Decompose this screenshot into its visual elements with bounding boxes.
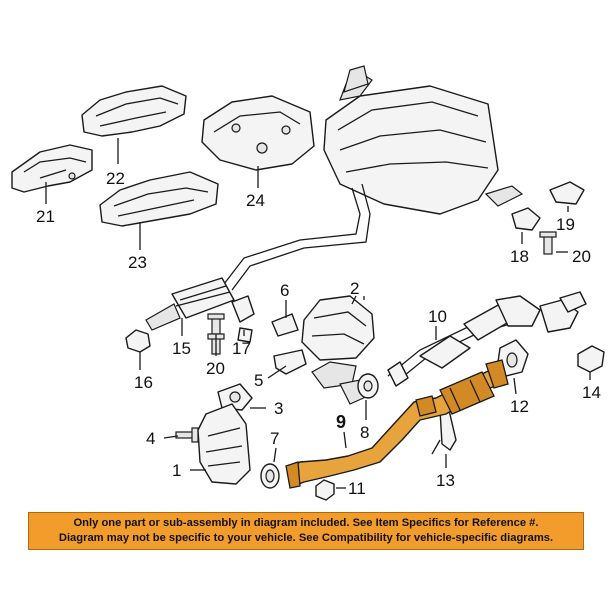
callout-4: 4 bbox=[146, 429, 155, 448]
gasket-8 bbox=[357, 373, 379, 399]
callout-11: 11 bbox=[348, 479, 366, 498]
callout-16: 16 bbox=[134, 373, 153, 392]
callout-24: 24 bbox=[246, 191, 265, 210]
callout-19: 19 bbox=[556, 215, 575, 234]
highlighted-pipe-9 bbox=[285, 359, 509, 489]
callout-22: 22 bbox=[106, 169, 125, 188]
leader-lines bbox=[45, 138, 591, 489]
callout-9: 9 bbox=[336, 412, 346, 432]
heat-shield-21 bbox=[11, 144, 93, 193]
callout-13: 13 bbox=[436, 471, 455, 490]
disclaimer-banner: Only one part or sub-assembly in diagram… bbox=[28, 512, 584, 550]
callout-14: 14 bbox=[582, 383, 601, 402]
callout-12: 12 bbox=[510, 397, 529, 416]
callout-2: 2 bbox=[350, 279, 359, 298]
clamp-19 bbox=[549, 181, 585, 205]
bolt-20b bbox=[539, 231, 557, 255]
callout-7: 7 bbox=[270, 429, 279, 448]
callout-21: 21 bbox=[36, 207, 55, 226]
hanger-assembly-top-right bbox=[495, 291, 587, 333]
callout-10: 10 bbox=[428, 307, 447, 326]
nut-11 bbox=[315, 479, 335, 501]
callout-1: 1 bbox=[172, 461, 181, 480]
bracket-parts-near-15 bbox=[231, 295, 255, 343]
bracket-6 bbox=[271, 313, 299, 337]
callout-8: 8 bbox=[360, 423, 369, 442]
bolt-4 bbox=[175, 427, 199, 443]
callout-3: 3 bbox=[274, 399, 283, 418]
callout-6: 6 bbox=[280, 281, 289, 300]
heat-shield-22 bbox=[81, 85, 187, 137]
callout-labels: 21 22 23 24 19 18 20 2 6 10 15 17 16 20 … bbox=[36, 169, 601, 498]
gasket-3 bbox=[217, 383, 253, 411]
resonator-15 bbox=[145, 277, 235, 331]
callout-20-right: 20 bbox=[572, 247, 591, 266]
clamp-18 bbox=[511, 207, 541, 231]
intermediate-pipe bbox=[223, 183, 371, 291]
hanger-16 bbox=[125, 329, 151, 353]
bolt-17 bbox=[207, 313, 225, 335]
callout-18: 18 bbox=[510, 247, 529, 266]
rear-muffler bbox=[323, 65, 524, 215]
gasket-7 bbox=[260, 463, 280, 489]
heat-shield-23 bbox=[99, 171, 219, 227]
disclaimer-line-1: Only one part or sub-assembly in diagram… bbox=[73, 517, 539, 529]
callout-17: 17 bbox=[232, 339, 251, 358]
pipe-10 bbox=[387, 303, 525, 387]
heat-shield-24 bbox=[201, 95, 315, 171]
callout-23: 23 bbox=[128, 253, 147, 272]
callout-15: 15 bbox=[172, 339, 191, 358]
hanger-14 bbox=[577, 345, 605, 373]
disclaimer-line-2: Diagram may not be specific to your vehi… bbox=[58, 532, 554, 544]
catalytic-converter-1 bbox=[197, 403, 251, 485]
callout-5: 5 bbox=[254, 371, 263, 390]
callout-20-left: 20 bbox=[206, 359, 225, 378]
